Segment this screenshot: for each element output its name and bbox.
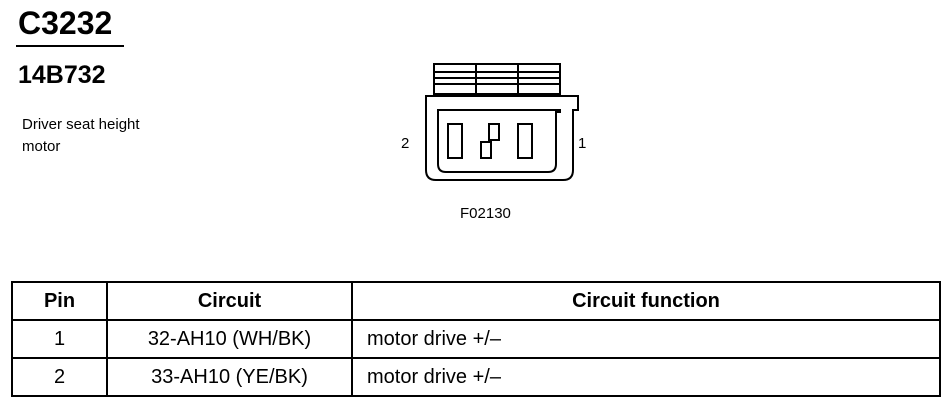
- cell-circuit: 33-AH10 (YE/BK): [106, 357, 353, 397]
- connector-housing-inner: [437, 109, 561, 173]
- cell-circuit-function: motor drive +/–: [351, 319, 941, 359]
- pin-cavity-key: [480, 123, 500, 159]
- cell-circuit: 32-AH10 (WH/BK): [106, 319, 353, 359]
- description-line-1: Driver seat height: [22, 116, 140, 133]
- pin-cavity-1: [517, 123, 533, 159]
- figure-id: F02130: [460, 205, 511, 222]
- cell-pin: 1: [11, 319, 108, 359]
- pin-label-1: 1: [578, 135, 587, 152]
- column-header-circuit: Circuit: [106, 281, 353, 321]
- part-number: 14B732: [18, 61, 106, 89]
- title-underline: [16, 45, 124, 47]
- table-row: 1 32-AH10 (WH/BK) motor drive +/–: [11, 319, 941, 359]
- connector-description: Driver seat height motor: [22, 114, 182, 158]
- cell-circuit-function: motor drive +/–: [351, 357, 941, 397]
- cell-pin: 2: [11, 357, 108, 397]
- table-header-row: Pin Circuit Circuit function: [11, 281, 941, 321]
- column-header-pin: Pin: [11, 281, 108, 321]
- connector-id: C3232: [18, 5, 113, 41]
- pin-label-2: 2: [401, 135, 410, 152]
- pinout-table: Pin Circuit Circuit function 1 32-AH10 (…: [11, 281, 941, 397]
- connector-face-drawing: [425, 63, 579, 181]
- connector-housing-outer: [425, 95, 579, 181]
- pin-cavity-2: [447, 123, 463, 159]
- table-row: 2 33-AH10 (YE/BK) motor drive +/–: [11, 357, 941, 397]
- column-header-circuit-function: Circuit function: [351, 281, 941, 321]
- description-line-2: motor: [22, 138, 61, 155]
